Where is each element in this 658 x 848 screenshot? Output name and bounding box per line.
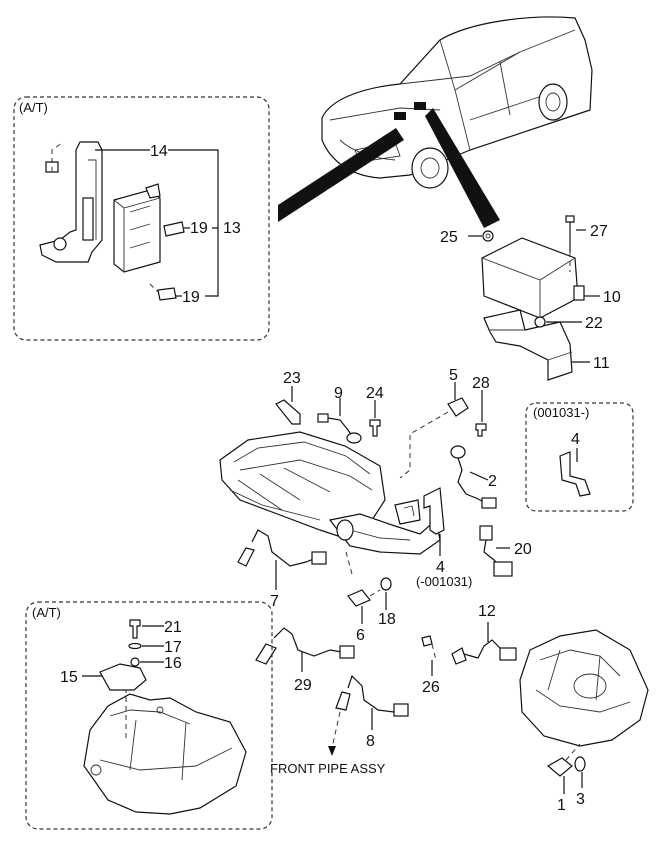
part-6-sensor: [347, 589, 371, 607]
part-4-bracket: [423, 487, 445, 535]
tcm-bracket-assembly: [39, 141, 185, 301]
part-18-washer: [380, 577, 392, 591]
pointer-wedge-left: [278, 128, 404, 222]
callout-16: 16: [164, 655, 182, 672]
sensor-5-dashline: [399, 411, 449, 479]
callout-15: 15: [60, 669, 78, 686]
part-1-switch: [546, 757, 573, 777]
callout-5: 5: [449, 367, 458, 384]
variant-label: (001031-): [533, 405, 589, 420]
front-pipe-dashline: [331, 711, 341, 749]
callout-26: 26: [422, 679, 440, 696]
part-29-oxygen-sensor: [255, 627, 355, 665]
callout-14: 14: [150, 143, 168, 160]
front-pipe-caption: FRONT PIPE ASSY: [270, 761, 386, 776]
part-2-sensor-harness: [450, 445, 497, 509]
part-28-bolt: [475, 423, 487, 437]
callout-23: 23: [283, 370, 301, 387]
at-inset-top: [13, 96, 270, 341]
front-pipe-arrowhead: [328, 746, 336, 756]
variant-callout-4: 4: [571, 431, 580, 448]
at-label-top: (A/T): [19, 100, 48, 115]
callout-12: 12: [478, 603, 496, 620]
callout-1: 1: [557, 797, 566, 814]
callout-4-range: (-001031): [416, 574, 472, 589]
variant-inset: [525, 402, 634, 512]
callout-7: 7: [270, 593, 279, 610]
callout-29: 29: [294, 677, 312, 694]
part-5-sensor: [447, 397, 469, 417]
part-16-washer: [130, 657, 140, 667]
part-3-washer: [574, 756, 586, 772]
sensor-6-dashline: [345, 551, 381, 597]
part-23-bracket: [275, 399, 301, 425]
callout-11: 11: [593, 355, 610, 372]
callout-28: 28: [472, 375, 490, 392]
callout-25: 25: [440, 229, 458, 246]
switch-1-dashline: [565, 743, 581, 761]
callout-21: 21: [164, 619, 182, 636]
ecu-assembly: [481, 215, 585, 381]
callout-6: 6: [356, 627, 365, 644]
callout-20: 20: [514, 541, 532, 558]
part-26-bolt: [421, 635, 433, 647]
part-9-sensor: [317, 413, 362, 444]
callout-2: 2: [488, 473, 497, 490]
callout-13: 13: [223, 220, 241, 237]
callout-9: 9: [334, 385, 343, 402]
transaxle-bottom: [83, 693, 247, 815]
callout-3: 3: [576, 791, 585, 808]
callout-19b: 19: [182, 289, 200, 306]
variant-bracket: [559, 451, 591, 497]
part-20-connector: [479, 525, 513, 577]
callout-19a: 19: [190, 220, 208, 237]
callout-24: 24: [366, 385, 384, 402]
transaxle-right: [519, 629, 649, 747]
callout-27: 27: [590, 223, 608, 240]
at-label-bottom: (A/T): [32, 605, 61, 620]
part-17-washer: [128, 642, 142, 650]
part-8-oxygen-sensor: [335, 674, 409, 717]
pointer-wedge-right: [425, 108, 500, 228]
callout-17: 17: [164, 639, 182, 656]
engine-block: [219, 431, 441, 555]
part-21-bolt: [129, 619, 141, 639]
sensor-26-dashline: [431, 643, 437, 661]
leader-2: [469, 471, 489, 481]
callout-10: 10: [603, 289, 621, 306]
callout-4: 4: [436, 559, 445, 576]
part-12-sensor: [451, 639, 517, 665]
callout-18: 18: [378, 611, 396, 628]
callout-8: 8: [366, 733, 375, 750]
part-7-oxygen-sensor: [237, 529, 327, 567]
part-15-switch: [99, 663, 147, 691]
leader-13-bracket: [168, 149, 219, 297]
part-24-bolt: [369, 419, 381, 437]
callout-22: 22: [585, 315, 603, 332]
